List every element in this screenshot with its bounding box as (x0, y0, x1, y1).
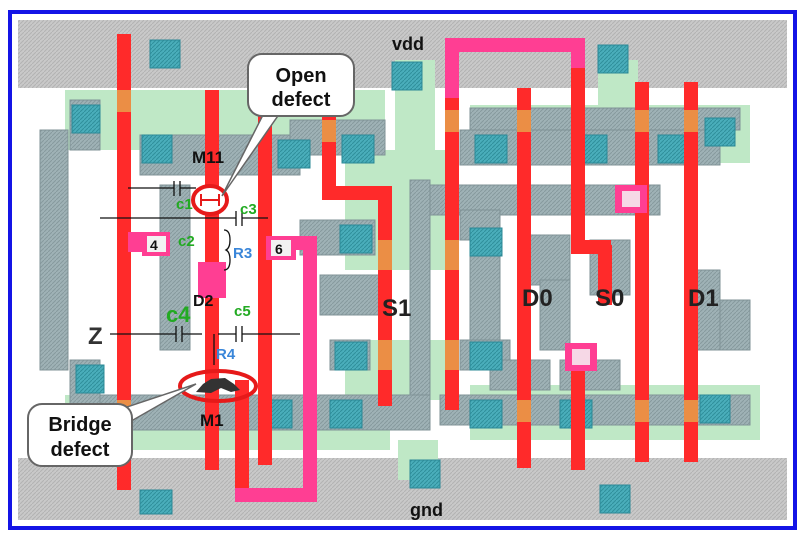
bridge-callout-line2: defect (51, 439, 110, 461)
bridge-callout-line1: Bridge (48, 414, 111, 436)
bridge-callout-bubble (27, 383, 197, 467)
s0-label: S0 (595, 285, 624, 312)
node-4-label: 4 (150, 237, 158, 253)
c3-label: c3 (240, 201, 257, 218)
open-callout-bubble (221, 53, 355, 197)
open-defect-marker (191, 184, 229, 216)
vias (565, 185, 647, 371)
metal2-layer (128, 38, 585, 502)
s1-label: S1 (382, 295, 411, 322)
node-6-inner (271, 240, 291, 256)
m11-label: M11 (192, 148, 224, 167)
overlap-highlights (117, 90, 698, 422)
frame-border (8, 10, 797, 530)
node-6-label: 6 (275, 241, 283, 257)
z-label: Z (88, 323, 103, 350)
bridge-defect-marker (178, 369, 258, 403)
node-4-inner (147, 236, 166, 252)
d0-label: D0 (522, 285, 553, 312)
open-callout-line2: defect (272, 89, 331, 111)
gnd-label: gnd (410, 500, 443, 520)
d2-label: D2 (193, 293, 214, 310)
parasitic-annotations (100, 181, 300, 365)
vdd-label: vdd (392, 34, 424, 54)
r4-label: R4 (216, 346, 236, 363)
d1-label: D1 (688, 285, 719, 312)
open-callout-line1: Open (275, 65, 326, 87)
c2-label: c2 (178, 233, 195, 250)
c5-label: c5 (234, 303, 251, 320)
m1-label: M1 (200, 411, 224, 430)
c1-label: c1 (176, 196, 193, 213)
c4-label: c4 (166, 302, 191, 327)
r3-label: R3 (233, 245, 252, 262)
